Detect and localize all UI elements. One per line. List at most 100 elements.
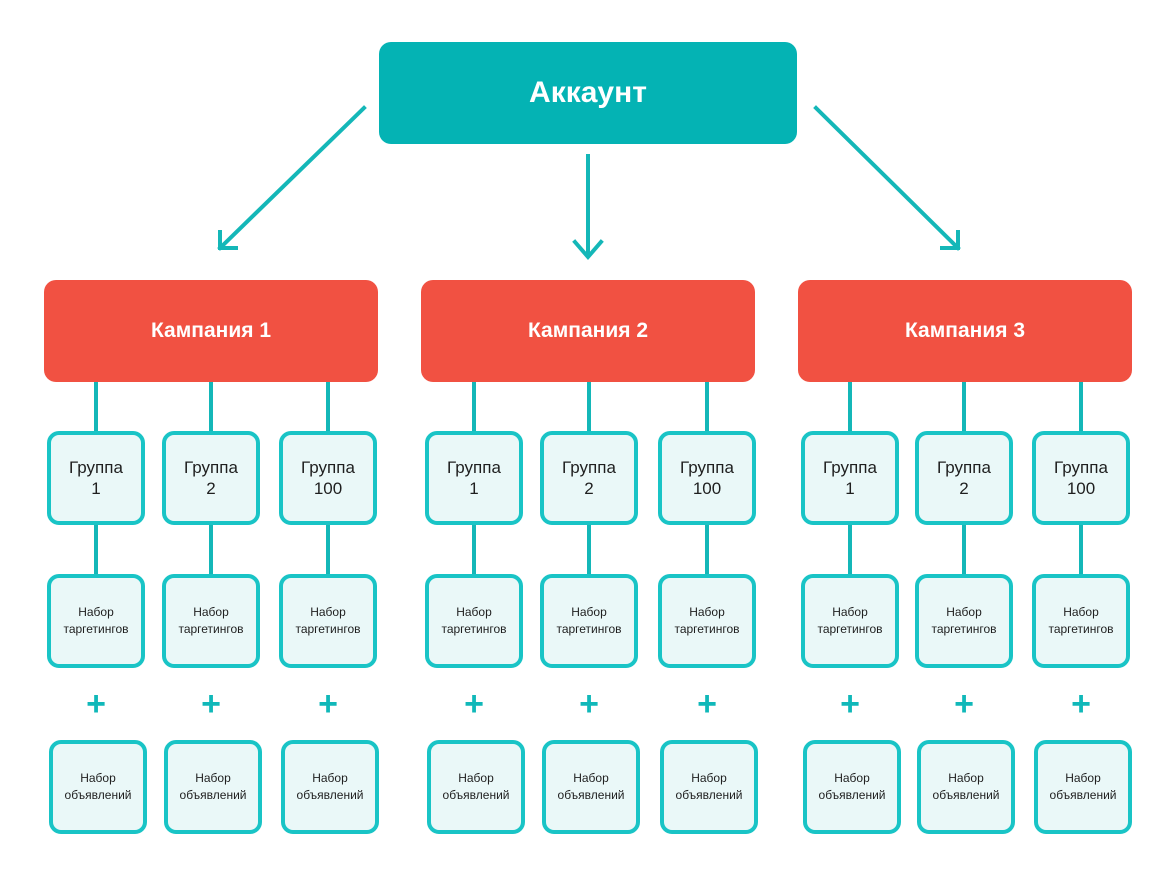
ads-set-line1: Набор bbox=[948, 771, 984, 785]
campaign-2-group-1: Группа 1 bbox=[425, 431, 523, 525]
ads-set-box: Набор объявлений bbox=[1034, 740, 1132, 834]
campaign-2-label: Кампания 2 bbox=[527, 319, 648, 342]
targeting-set-line2: таргетингов bbox=[1048, 622, 1114, 636]
ads-set-box: Набор объявлений bbox=[542, 740, 640, 834]
plus-icon: + bbox=[86, 685, 106, 723]
ads-set-line2: объявлений bbox=[557, 788, 625, 802]
plus-icon: + bbox=[840, 685, 860, 723]
group-label: Группа bbox=[823, 458, 877, 477]
group-number: 2 bbox=[959, 479, 969, 498]
targeting-set-line1: Набор bbox=[946, 605, 982, 619]
group-number: 1 bbox=[469, 479, 479, 498]
targeting-set-line1: Набор bbox=[310, 605, 346, 619]
targeting-set-line2: таргетингов bbox=[63, 622, 129, 636]
ads-set-box: Набор объявлений bbox=[660, 740, 758, 834]
plus-icon: + bbox=[318, 685, 338, 723]
ads-set-line1: Набор bbox=[195, 771, 231, 785]
targeting-set-box: Набор таргетингов bbox=[279, 574, 377, 668]
campaign-1-box: Кампания 1 bbox=[44, 280, 378, 382]
account-box: Аккаунт bbox=[379, 42, 797, 144]
ads-set-line2: объявлений bbox=[64, 788, 132, 802]
arrowhead-campaign-1 bbox=[218, 230, 238, 250]
ads-set-line2: объявлений bbox=[179, 788, 247, 802]
group-label: Группа bbox=[301, 458, 355, 477]
targeting-set-box: Набор таргетингов bbox=[540, 574, 638, 668]
group-label: Группа bbox=[562, 458, 616, 477]
targeting-set-line2: таргетингов bbox=[931, 622, 997, 636]
arrow-to-campaign-1 bbox=[217, 105, 367, 251]
group-label: Группа bbox=[937, 458, 991, 477]
group-number: 2 bbox=[584, 479, 594, 498]
arrow-to-campaign-3 bbox=[813, 105, 961, 251]
group-number: 1 bbox=[91, 479, 101, 498]
targeting-set-line1: Набор bbox=[456, 605, 492, 619]
targeting-set-box: Набор таргетингов bbox=[1032, 574, 1130, 668]
group-label: Группа bbox=[1054, 458, 1108, 477]
group-label: Группа bbox=[680, 458, 734, 477]
campaign-1-label: Кампания 1 bbox=[150, 319, 271, 342]
account-label: Аккаунт bbox=[529, 76, 647, 109]
targeting-set-line1: Набор bbox=[689, 605, 725, 619]
campaign-1-group-1: Группа 1 bbox=[47, 431, 145, 525]
ads-set-box: Набор объявлений bbox=[281, 740, 379, 834]
ads-set-box: Набор объявлений bbox=[803, 740, 901, 834]
plus-icon: + bbox=[201, 685, 221, 723]
ads-set-line1: Набор bbox=[573, 771, 609, 785]
plus-icon: + bbox=[1071, 685, 1091, 723]
targeting-set-box: Набор таргетингов bbox=[801, 574, 899, 668]
ads-set-box: Набор объявлений bbox=[427, 740, 525, 834]
campaign-2-group-100: Группа 100 bbox=[658, 431, 756, 525]
campaign-1-group-100: Группа 100 bbox=[279, 431, 377, 525]
plus-icon: + bbox=[464, 685, 484, 723]
targeting-set-line2: таргетингов bbox=[295, 622, 361, 636]
ads-set-line2: объявлений bbox=[1049, 788, 1117, 802]
targeting-set-line1: Набор bbox=[1063, 605, 1099, 619]
campaign-3-label: Кампания 3 bbox=[904, 319, 1025, 342]
ads-set-line2: объявлений bbox=[932, 788, 1000, 802]
targeting-set-box: Набор таргетингов bbox=[47, 574, 145, 668]
campaign-1-group-2: Группа 2 bbox=[162, 431, 260, 525]
targeting-set-line2: таргетингов bbox=[674, 622, 740, 636]
targeting-set-line1: Набор bbox=[832, 605, 868, 619]
plus-icon: + bbox=[697, 685, 717, 723]
campaign-3-group-100: Группа 100 bbox=[1032, 431, 1130, 525]
targeting-set-line2: таргетингов bbox=[441, 622, 507, 636]
campaign-3-box: Кампания 3 bbox=[798, 280, 1132, 382]
arrowhead-campaign-2 bbox=[572, 239, 604, 261]
ads-set-line2: объявлений bbox=[296, 788, 364, 802]
group-number: 100 bbox=[313, 479, 343, 498]
targeting-set-line1: Набор bbox=[193, 605, 229, 619]
plus-icon: + bbox=[954, 685, 974, 723]
targeting-set-line1: Набор bbox=[571, 605, 607, 619]
ads-set-line1: Набор bbox=[691, 771, 727, 785]
arrowhead-campaign-3 bbox=[940, 230, 960, 250]
ads-set-line2: объявлений bbox=[675, 788, 743, 802]
targeting-set-line2: таргетингов bbox=[817, 622, 883, 636]
group-label: Группа bbox=[447, 458, 501, 477]
group-number: 100 bbox=[1066, 479, 1096, 498]
campaign-2-box: Кампания 2 bbox=[421, 280, 755, 382]
targeting-set-line2: таргетингов bbox=[178, 622, 244, 636]
ads-set-line1: Набор bbox=[80, 771, 116, 785]
ads-set-box: Набор объявлений bbox=[164, 740, 262, 834]
ads-set-line1: Набор bbox=[1065, 771, 1101, 785]
group-label: Группа bbox=[184, 458, 238, 477]
ads-set-line1: Набор bbox=[312, 771, 348, 785]
campaign-2-group-2: Группа 2 bbox=[540, 431, 638, 525]
ads-set-line2: объявлений bbox=[442, 788, 510, 802]
ads-set-line1: Набор bbox=[458, 771, 494, 785]
ads-set-box: Набор объявлений bbox=[49, 740, 147, 834]
campaign-3-group-2: Группа 2 bbox=[915, 431, 1013, 525]
targeting-set-box: Набор таргетингов bbox=[658, 574, 756, 668]
group-label: Группа bbox=[69, 458, 123, 477]
campaign-3-group-1: Группа 1 bbox=[801, 431, 899, 525]
group-number: 100 bbox=[692, 479, 722, 498]
ads-set-box: Набор объявлений bbox=[917, 740, 1015, 834]
ads-set-line2: объявлений bbox=[818, 788, 886, 802]
group-number: 1 bbox=[845, 479, 855, 498]
targeting-set-line2: таргетингов bbox=[556, 622, 622, 636]
targeting-set-box: Набор таргетингов bbox=[915, 574, 1013, 668]
targeting-set-box: Набор таргетингов bbox=[162, 574, 260, 668]
